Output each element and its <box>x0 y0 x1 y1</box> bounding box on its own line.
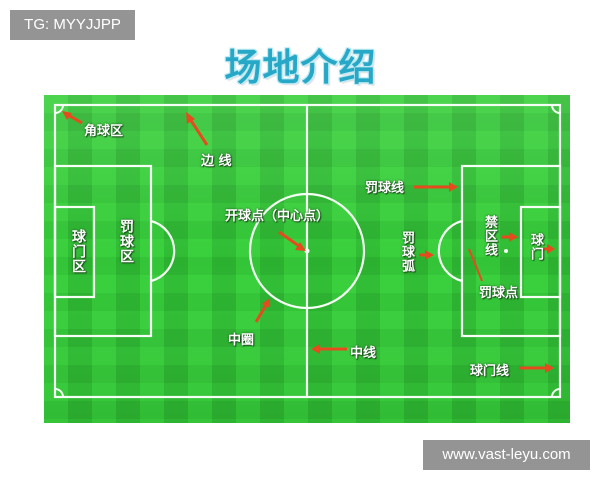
left-goal-area <box>53 205 96 299</box>
label-penalty-spot: 罚球点 <box>479 286 519 301</box>
arrow-center-circle <box>254 298 270 323</box>
label-goal-area-left: 球门区 <box>70 229 86 274</box>
label-penalty-arc: 罚球弧 <box>399 231 414 273</box>
center-circle <box>248 192 366 310</box>
arrow-halfway-line <box>311 344 347 354</box>
label-touchline: 边 线 <box>201 154 232 169</box>
arrow-goal <box>543 244 555 254</box>
label-corner-area: 角球区 <box>84 124 124 139</box>
label-halfway-line: 中线 <box>350 346 377 361</box>
corner-arc-top-right <box>551 104 561 114</box>
left-penalty-arc <box>150 219 176 283</box>
arrow-corner-area <box>62 111 83 125</box>
label-penalty-area-left: 罚球区 <box>118 219 134 264</box>
arrow-penalty-line <box>414 182 458 192</box>
corner-arc-bottom-right <box>551 388 561 398</box>
label-center-circle: 中圈 <box>228 333 255 348</box>
right-penalty-spot <box>504 249 508 253</box>
football-field: 角球区 边 线 开球点（中心点） 中圈 中线 球门区 罚球区 罚球线 罚球弧 禁… <box>44 95 570 423</box>
arrow-restricted-line <box>502 232 518 242</box>
arrow-penalty-arc <box>419 250 434 260</box>
label-kickoff: 开球点（中心点） <box>225 209 330 224</box>
right-penalty-arc <box>437 219 463 283</box>
watermark-url: www.vast-leyu.com <box>423 440 590 470</box>
label-goal-right: 球门 <box>528 233 543 261</box>
corner-arc-bottom-left <box>54 388 64 398</box>
label-restricted-line: 禁区线 <box>482 215 497 257</box>
arrow-goal-line <box>519 363 554 373</box>
arrow-kickoff <box>278 230 306 251</box>
corner-arc-top-left <box>54 104 64 114</box>
field-diagram <box>44 95 570 423</box>
arrow-penalty-spot <box>468 248 483 282</box>
label-penalty-area-line: 罚球线 <box>365 181 405 196</box>
label-goal-line: 球门线 <box>470 364 510 379</box>
watermark-tg: TG: MYYJJPP <box>10 10 135 40</box>
right-goal-area <box>519 205 562 299</box>
kickoff-spot <box>304 248 310 254</box>
page-title: 场地介绍 <box>224 46 377 89</box>
arrow-touchline <box>186 112 209 146</box>
